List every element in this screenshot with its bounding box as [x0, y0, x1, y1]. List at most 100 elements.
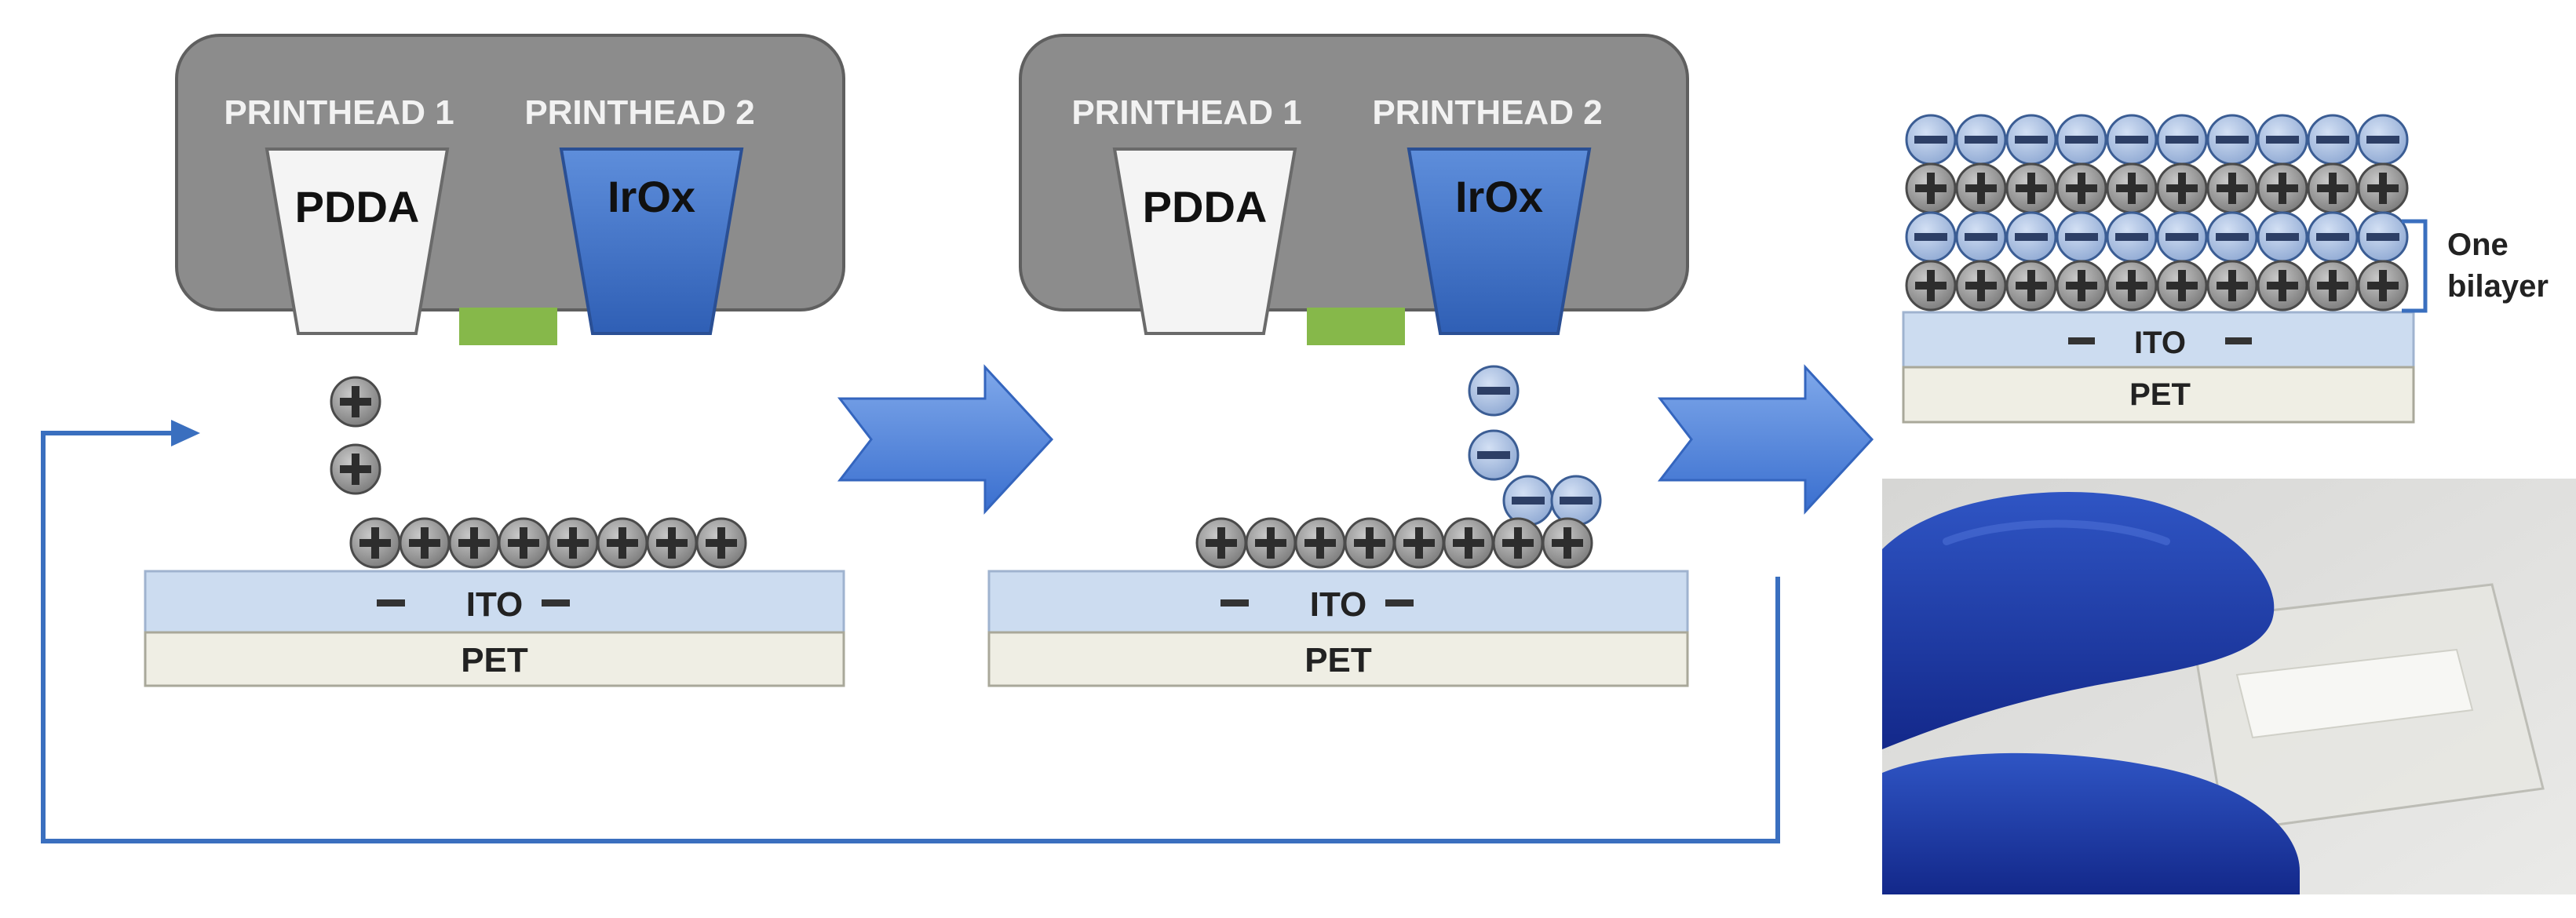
- pet-label: PET: [461, 641, 528, 679]
- pdda-nozzle: [1112, 148, 1297, 335]
- minus-charge-icon: [1502, 475, 1554, 526]
- plus-charge-icon: [1443, 517, 1494, 569]
- plus-charge-icon: [1344, 517, 1396, 569]
- irox-nozzle: [559, 148, 744, 335]
- panel-1: PRINTHEAD 1 PRINTHEAD 2 PDDA IrOx ITO PE…: [144, 34, 845, 687]
- minus-charge-icon: [2156, 211, 2208, 263]
- plus-charge-icon: [1905, 260, 1957, 311]
- minus-charge-icon: [2056, 211, 2107, 263]
- minus-charge-icon: [2357, 114, 2409, 166]
- ito-layer: [1902, 311, 2415, 369]
- bilayer-label: One bilayer: [2447, 228, 2549, 304]
- pet-label: PET: [1304, 641, 1372, 679]
- minus-charge-icon: [2156, 114, 2208, 166]
- repeat-loop-arrowhead: [171, 420, 200, 446]
- pdda-nozzle-label: PDDA: [1143, 182, 1268, 231]
- ito-minus-left: [1220, 599, 1249, 607]
- ito-layer: [144, 570, 845, 634]
- minus-charge-icon: [1905, 114, 1957, 166]
- printhead-1-label: PRINTHEAD 1: [224, 93, 454, 132]
- plus-charge-icon: [330, 376, 381, 428]
- minus-charge-icon: [2206, 114, 2258, 166]
- layer-negative-lower: [1905, 211, 2409, 263]
- plus-charge-icon: [547, 517, 599, 569]
- plus-charge-icon: [498, 517, 549, 569]
- plus-charge-icon: [330, 443, 381, 495]
- printhead-2-label: PRINTHEAD 2: [524, 93, 754, 132]
- plus-charge-icon: [2357, 260, 2409, 311]
- minus-charge-icon: [2106, 211, 2158, 263]
- process-arrow-1: [837, 364, 1054, 515]
- printhead-2-label: PRINTHEAD 2: [1372, 93, 1602, 132]
- minus-charge-icon: [2005, 114, 2057, 166]
- minus-charge-icon: [2056, 114, 2107, 166]
- layer-positive-upper: [1905, 162, 2409, 214]
- plus-charge-icon: [2056, 260, 2107, 311]
- layer-positive-bottom: [1905, 260, 2409, 311]
- plus-charge-icon: [2257, 162, 2308, 214]
- pet-label: PET: [2129, 377, 2191, 412]
- plus-charge-icon: [2206, 162, 2258, 214]
- plus-charge-icon: [1955, 260, 2007, 311]
- pdda-nozzle: [265, 148, 450, 335]
- ito-minus-right: [542, 599, 570, 607]
- pdda-row: [349, 517, 747, 569]
- ito-label: ITO: [1310, 585, 1367, 624]
- minus-charge-icon: [1955, 211, 2007, 263]
- plus-charge-icon: [2357, 162, 2409, 214]
- ito-minus-right: [1385, 599, 1414, 607]
- minus-charge-icon: [1550, 475, 1602, 526]
- plus-charge-icon: [695, 517, 747, 569]
- plus-charge-icon: [1245, 517, 1297, 569]
- plus-charge-icon: [1393, 517, 1445, 569]
- bilayer-bracket: [2402, 219, 2428, 313]
- plus-charge-icon: [2257, 260, 2308, 311]
- printed-electrode-area: [2235, 648, 2474, 739]
- pet-layer: [987, 631, 1689, 687]
- pet-layer: [1902, 366, 2415, 424]
- pdda-row: [1195, 517, 1593, 569]
- glove-thumb-top: [1882, 491, 2275, 749]
- multilayer-stack: ITO PET One bilayer: [1902, 114, 2549, 424]
- plus-charge-icon: [1542, 517, 1593, 569]
- green-pad: [1307, 308, 1405, 345]
- plus-charge-icon: [597, 517, 648, 569]
- plus-charge-icon: [2156, 162, 2208, 214]
- plus-charge-icon: [646, 517, 698, 569]
- printhead-1-label: PRINTHEAD 1: [1071, 93, 1301, 132]
- plus-charge-icon: [2005, 260, 2057, 311]
- plus-charge-icon: [448, 517, 500, 569]
- minus-charge-icon: [2106, 114, 2158, 166]
- irox-nozzle-label: IrOx: [608, 172, 695, 221]
- plus-charge-icon: [1195, 517, 1247, 569]
- process-arrow-2: [1657, 364, 1874, 515]
- minus-charge-icon: [1955, 114, 2007, 166]
- plus-charge-icon: [2056, 162, 2107, 214]
- minus-charge-icon: [2257, 114, 2308, 166]
- minus-charge-icon: [1468, 365, 1520, 417]
- device-photo: [1882, 479, 2576, 894]
- minus-charge-icon: [2206, 211, 2258, 263]
- plus-charge-icon: [1955, 162, 2007, 214]
- plus-charge-icon: [2307, 260, 2359, 311]
- ito-layer: [987, 570, 1689, 634]
- minus-charge-icon: [2005, 211, 2057, 263]
- plus-charge-icon: [399, 517, 451, 569]
- plus-charge-icon: [2307, 162, 2359, 214]
- irox-nozzle-label: IrOx: [1455, 172, 1543, 221]
- ito-label: ITO: [466, 585, 524, 624]
- ito-minus-left: [2068, 337, 2095, 344]
- green-pad: [459, 308, 557, 345]
- glove-highlight: [1943, 519, 2170, 545]
- plus-charge-icon: [2005, 162, 2057, 214]
- pet-layer: [144, 631, 845, 687]
- repeat-loop-line: [41, 431, 1780, 843]
- minus-charge-icon: [2257, 211, 2308, 263]
- layer-negative-top: [1905, 114, 2409, 166]
- irox-nozzle: [1407, 148, 1592, 335]
- ito-minus-right: [2225, 337, 2252, 344]
- plus-charge-icon: [1294, 517, 1346, 569]
- ito-minus-left: [377, 599, 405, 607]
- ito-label: ITO: [2134, 326, 2186, 360]
